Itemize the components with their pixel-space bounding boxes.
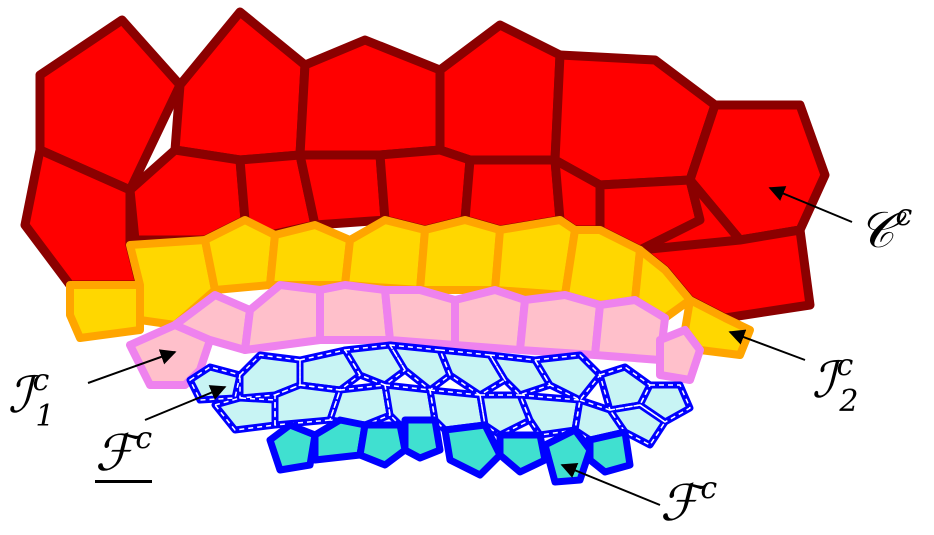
interface-2-cell xyxy=(205,220,275,290)
fringe-label-sup: c xyxy=(700,471,717,506)
interface-1-cell xyxy=(320,285,390,340)
core-label-main: 𝒞 xyxy=(858,201,894,259)
interface-2-label-sub: 2 xyxy=(839,384,858,419)
interface-2-label-main: ℐ xyxy=(812,351,836,409)
interface-2-cell xyxy=(270,225,350,285)
interface-2-label: ℐc2 xyxy=(812,355,858,405)
interface-1-cell xyxy=(245,285,320,350)
interface-2-cell xyxy=(70,285,140,338)
fringe-label-main: ℱ xyxy=(660,474,699,532)
fringe-bottom-cell xyxy=(445,425,500,475)
interface-1-cell xyxy=(595,300,665,360)
fringe-under-label: ℱc xyxy=(95,428,152,483)
fringe-bottom-cell xyxy=(360,425,405,465)
interface-1-cell xyxy=(385,290,455,345)
interface-2-cell xyxy=(420,220,500,290)
interface-1-label-sub: 1 xyxy=(35,399,54,434)
interface-2-cell xyxy=(345,220,425,290)
fringe-bottom-cell xyxy=(590,432,630,472)
interface-2-cell xyxy=(565,230,640,305)
fringe-bottom-cell xyxy=(405,420,440,458)
core-cell xyxy=(380,150,470,230)
interface-1-cell xyxy=(660,330,700,380)
core-label-sup: c xyxy=(895,198,912,233)
fringe-bottom-cell xyxy=(500,435,545,472)
fringe-bottom-region xyxy=(270,420,630,482)
interface-1-cell xyxy=(520,295,600,355)
interface-2-label-sup: c xyxy=(837,348,854,383)
core-cell xyxy=(300,155,385,225)
core-cell xyxy=(440,25,560,160)
fringe-label: ℱc xyxy=(660,478,717,528)
fringe-under-label-main: ℱ xyxy=(95,424,134,482)
core-cell xyxy=(175,12,305,160)
fringe-under-label-sup: c xyxy=(135,421,152,456)
interface-1-label-main: ℐ xyxy=(8,366,32,424)
interface-1-label-sup: c xyxy=(33,363,50,398)
core-cell xyxy=(300,40,440,155)
core-label: 𝒞c xyxy=(858,205,912,255)
interface-1-label: ℐc1 xyxy=(8,370,54,420)
fringe-bottom-cell xyxy=(270,425,315,470)
interface-1-cell xyxy=(455,290,525,350)
